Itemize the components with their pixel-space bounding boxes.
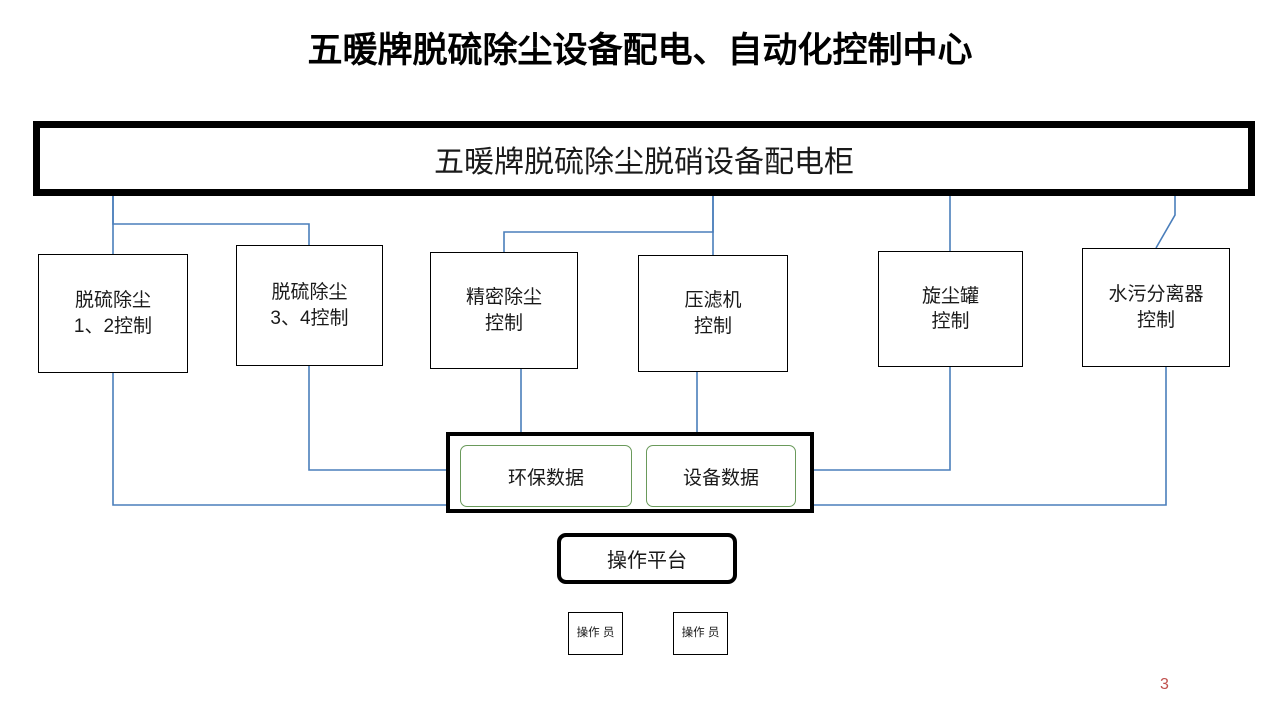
main-cabinet-label: 五暖牌脱硫除尘脱硝设备配电柜 [434, 145, 854, 179]
unit-1-line-2: 1、2控制 [73, 315, 153, 337]
unit-box-4: 压滤机 控制 [638, 255, 788, 372]
unit-3-line-1: 精密除尘 [465, 287, 542, 309]
unit-box-6: 水污分离器 控制 [1082, 248, 1230, 367]
unit-5-line-1: 旋尘罐 [921, 285, 979, 307]
connector-unit2-databox [308, 366, 446, 471]
unit-2-line-2: 3、4控制 [270, 307, 349, 329]
operator-box-2: 操作 员 [673, 612, 728, 655]
data-box: 环保数据 设备数据 [446, 432, 814, 513]
unit-box-3: 精密除尘 控制 [430, 252, 578, 369]
connector-cabinet-unit-5 [713, 196, 950, 251]
operation-platform-box: 操作平台 [557, 533, 737, 584]
operator-2-line-2: 员 [707, 626, 720, 639]
connector-cabinet-unit-2 [112, 196, 310, 245]
operation-platform-label: 操作平台 [607, 550, 687, 572]
unit-6-line-2: 控制 [1136, 309, 1175, 331]
connector-unit5-databox [814, 367, 951, 471]
connector-cabinet-unit-3b [503, 196, 714, 252]
connector-unit6-databox [814, 367, 1167, 506]
unit-4-line-1: 压滤机 [684, 290, 742, 312]
operator-2-line-1: 操作 [681, 626, 705, 639]
main-cabinet-box: 五暖牌脱硫除尘脱硝设备配电柜 [33, 121, 1255, 196]
unit-6-line-1: 水污分离器 [1108, 284, 1204, 306]
data-chip-environment: 环保数据 [460, 445, 632, 507]
page-title: 五暖牌脱硫除尘设备配电、自动化控制中心 [307, 31, 973, 70]
unit-2-line-1: 脱硫除尘 [271, 282, 348, 304]
data-chip-equipment: 设备数据 [646, 445, 796, 507]
unit-box-2: 脱硫除尘 3、4控制 [236, 245, 383, 366]
operator-1-line-1: 操作 [576, 626, 600, 639]
unit-1-line-1: 脱硫除尘 [74, 290, 151, 312]
unit-4-line-2: 控制 [693, 315, 732, 337]
data-chip-equipment-label: 设备数据 [682, 467, 759, 489]
operator-box-1: 操作 员 [568, 612, 623, 655]
data-chip-environment-label: 环保数据 [507, 467, 584, 489]
unit-3-line-2: 控制 [484, 312, 523, 334]
connector-unit1-databox [112, 373, 446, 506]
unit-box-5: 旋尘罐 控制 [878, 251, 1023, 367]
connector-cabinet-unit-6 [1155, 196, 1176, 249]
page-number: 3 [1160, 676, 1169, 693]
unit-5-line-2: 控制 [931, 311, 970, 332]
unit-box-1: 脱硫除尘 1、2控制 [38, 254, 188, 373]
operator-1-line-2: 员 [602, 626, 615, 639]
